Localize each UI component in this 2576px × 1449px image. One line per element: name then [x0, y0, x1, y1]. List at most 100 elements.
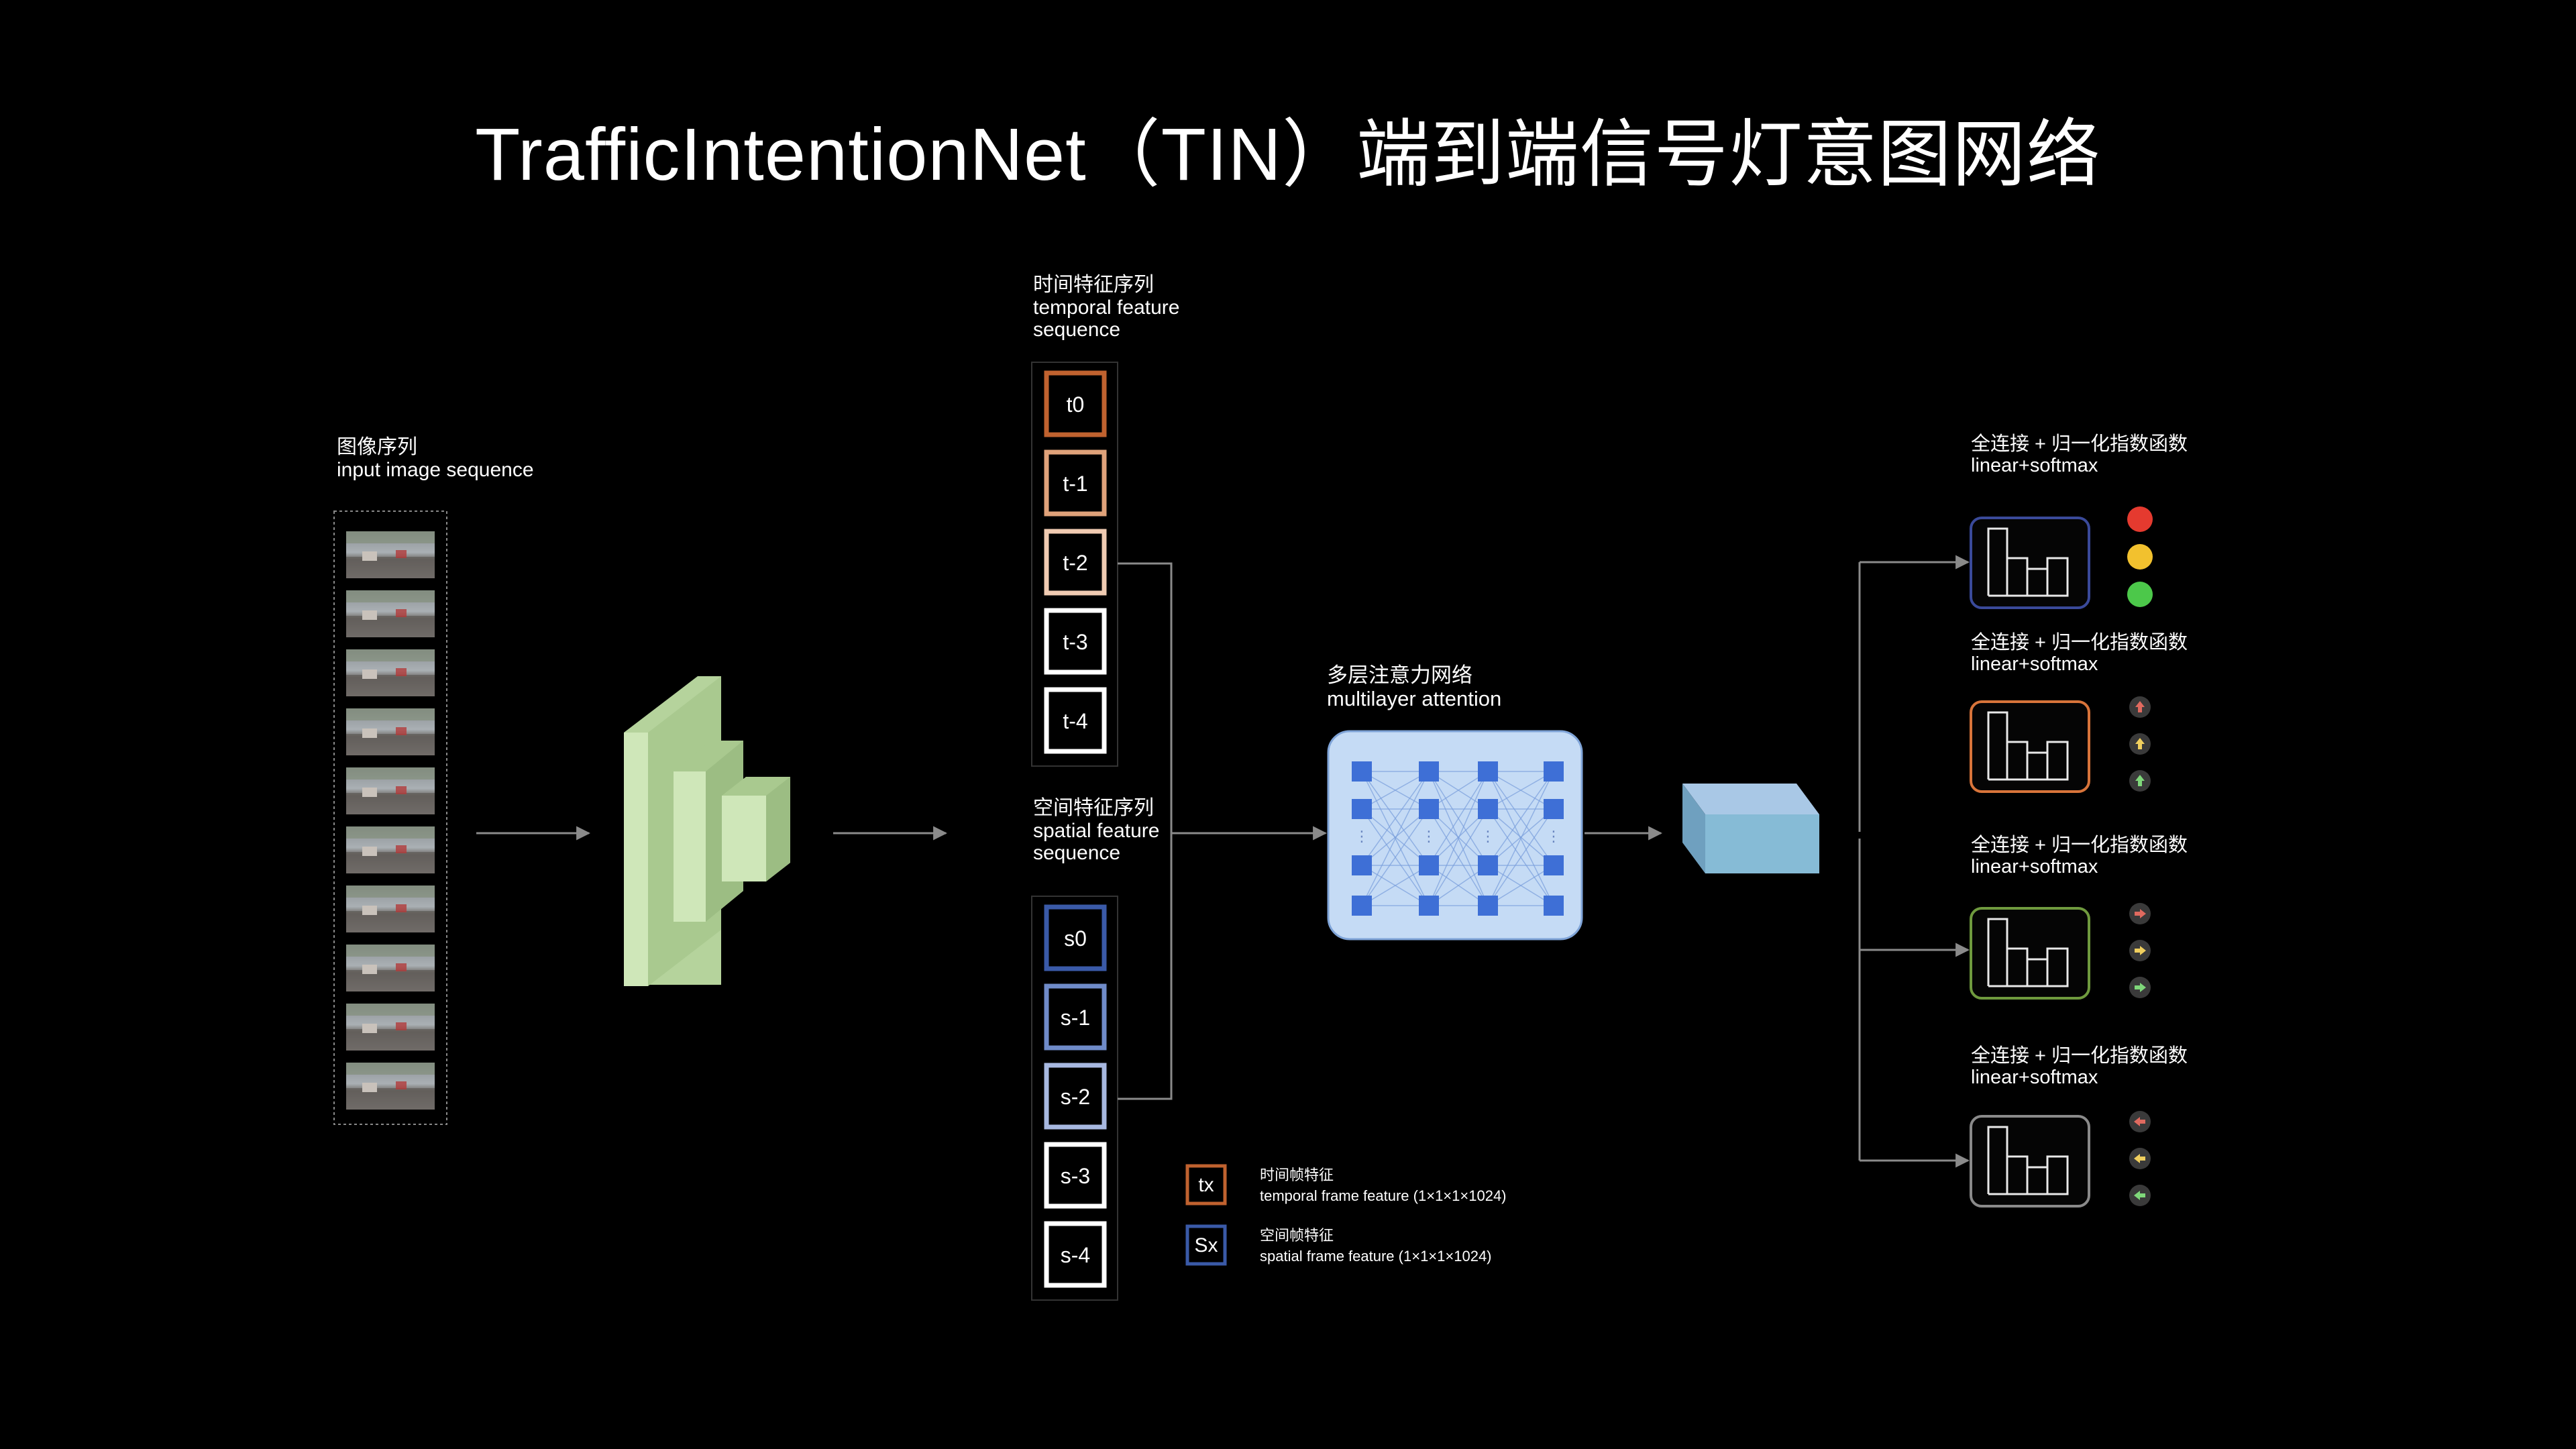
attention-node [1478, 761, 1498, 782]
temporal-feature-box: t-3 [1044, 608, 1107, 675]
left-arrow-icon [2134, 1117, 2145, 1126]
green-light-icon [2127, 582, 2153, 607]
attention-label-zh: 多层注意力网络 [1327, 663, 1472, 687]
input-frame [346, 885, 435, 932]
legend-temporal-swatch [1185, 1164, 1227, 1205]
head-0 [1970, 506, 2153, 609]
head-1-label-zh: 全连接 + 归一化指数函数 [1971, 632, 2188, 653]
head-box [1970, 907, 2090, 1000]
feature-label: s-3 [1061, 1164, 1090, 1188]
input-frames [346, 531, 435, 1110]
input-frame [346, 649, 435, 696]
head-label-1: 全连接 + 归一化指数函数 linear+softmax [1971, 632, 2188, 676]
attention-node [1352, 855, 1372, 875]
right-arrow-icon [2135, 909, 2146, 918]
bar-chart-icon [1987, 918, 2069, 987]
temporal-feature-box: t-4 [1044, 687, 1107, 754]
attention-node [1419, 896, 1439, 916]
head-1 [1970, 696, 2151, 793]
input-label-en: input image sequence [337, 458, 534, 481]
cnn-backbone-icon [624, 676, 790, 986]
attention-node [1544, 896, 1564, 916]
input-label-zh: 图像序列 [337, 436, 417, 458]
spatial-feature-box: s-4 [1044, 1221, 1107, 1288]
attention-node [1544, 799, 1564, 819]
input-frame [346, 767, 435, 814]
attention-node [1478, 855, 1498, 875]
page-title: TrafficIntentionNet（TIN）端到端信号灯意图网络 [475, 113, 2101, 196]
head-box [1970, 700, 2090, 793]
head-3 [1970, 1111, 2151, 1208]
bar-chart-icon [1987, 527, 2069, 597]
attention-node [1478, 896, 1498, 916]
legend-spatial-symbol: Sx [1194, 1234, 1218, 1256]
input-sequence-label: 图像序列 input image sequence [337, 436, 534, 481]
input-frame [346, 1004, 435, 1051]
temporal-sequence-label: 时间特征序列 temporal feature sequence [1033, 274, 1179, 341]
feature-label: t-4 [1063, 709, 1087, 733]
head-1-label-en: linear+softmax [1971, 653, 2098, 676]
legend-spatial-en: spatial frame feature (1×1×1×1024) [1260, 1247, 1492, 1265]
input-frame [346, 531, 435, 578]
bar-chart-icon [1987, 711, 2069, 781]
attention-node [1544, 761, 1564, 782]
left-arrow-icon [2134, 1154, 2145, 1163]
red-light-icon [2127, 506, 2153, 532]
spatial-connector [1118, 833, 1173, 1100]
spatial-label-en-2: sequence [1033, 842, 1121, 865]
legend-spatial-zh: 空间帧特征 [1260, 1227, 1334, 1244]
feature-label: s-2 [1061, 1085, 1090, 1109]
up-arrow-icon [2135, 775, 2145, 786]
left-arrow-icon [2134, 1191, 2145, 1200]
attention-node [1352, 896, 1372, 916]
legend-spatial-text: 空间帧特征 spatial frame feature (1×1×1×1024) [1260, 1227, 1492, 1265]
feature-label: t-2 [1063, 551, 1087, 575]
feature-label: s-4 [1061, 1243, 1090, 1267]
legend-temporal-text: 时间帧特征 temporal frame feature (1×1×1×1024… [1260, 1167, 1507, 1204]
legend-spatial: Sx [1185, 1224, 1227, 1266]
temporal-label-zh: 时间特征序列 [1033, 274, 1154, 296]
head-2 [1970, 903, 2151, 1000]
attention-ellipsis: ⋮ [1421, 828, 1436, 845]
temporal-feature-box: t-1 [1044, 449, 1107, 517]
output-heads [1970, 506, 2153, 1208]
head-box [1970, 1115, 2090, 1208]
head-2-label-zh: 全连接 + 归一化指数函数 [1971, 835, 2188, 856]
attention-node [1478, 799, 1498, 819]
attention-node [1419, 855, 1439, 875]
temporal-feature-box: t0 [1044, 370, 1107, 437]
input-frame [346, 590, 435, 637]
right-arrow-icon [2135, 946, 2146, 955]
legend-temporal-zh: 时间帧特征 [1260, 1167, 1334, 1183]
attention-node [1419, 761, 1439, 782]
feature-label: s-1 [1061, 1006, 1090, 1030]
feature-label: s0 [1064, 926, 1087, 951]
legend-temporal-en: temporal frame feature (1×1×1×1024) [1260, 1187, 1507, 1204]
head-0-label-zh: 全连接 + 归一化指数函数 [1971, 433, 2188, 455]
legend-temporal: tx [1185, 1164, 1227, 1205]
temporal-label-en-1: temporal feature [1033, 296, 1180, 319]
attention-ellipsis: ⋮ [1354, 828, 1369, 845]
input-frame [346, 945, 435, 991]
head-3-label-en: linear+softmax [1971, 1067, 2098, 1089]
temporal-feature-box: t-2 [1044, 529, 1107, 596]
spatial-feature-boxes: s0 s-1 s-2 s-3 s-4 [1044, 904, 1107, 1288]
feature-label: t-3 [1063, 630, 1087, 654]
spatial-sequence-label: 空间特征序列 spatial feature sequence [1033, 797, 1159, 865]
input-frame [346, 826, 435, 873]
up-arrow-icon [2135, 701, 2145, 712]
input-frame [346, 708, 435, 755]
attention-node [1352, 799, 1372, 819]
attention-node [1544, 855, 1564, 875]
spatial-feature-box: s-1 [1044, 983, 1107, 1051]
attention-node [1419, 799, 1439, 819]
head-3-label-zh: 全连接 + 归一化指数函数 [1971, 1045, 2188, 1067]
yellow-light-icon [2127, 544, 2153, 570]
spatial-label-zh: 空间特征序列 [1033, 797, 1154, 819]
bar-chart-icon [1987, 1126, 2069, 1195]
head-0-label-en: linear+softmax [1971, 455, 2098, 477]
input-frame [346, 1063, 435, 1110]
attention-node [1352, 761, 1372, 782]
